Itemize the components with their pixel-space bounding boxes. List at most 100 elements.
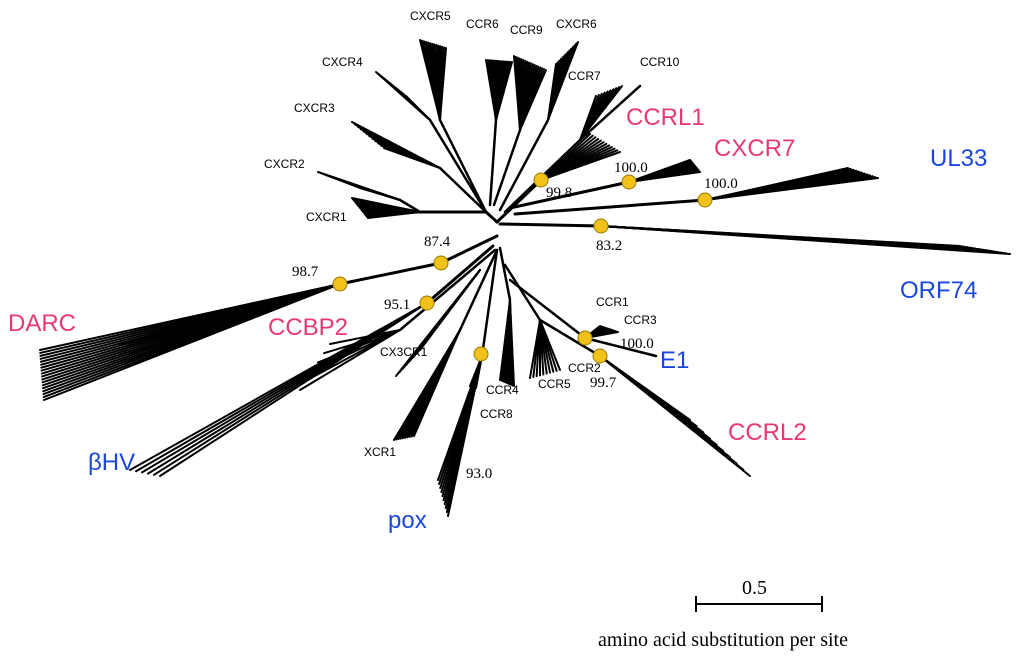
tree-leaf	[159, 302, 428, 477]
bootstrap-node	[533, 172, 549, 188]
label-ccr1: CCR1	[596, 295, 629, 309]
tree-branch	[428, 118, 488, 214]
bootstrap-nodes	[332, 172, 713, 364]
tree-leaf	[628, 171, 701, 183]
tree-leaf	[509, 299, 515, 387]
tree-branch	[498, 222, 603, 228]
scale-bar-caption: amino acid substitution per site	[598, 629, 848, 651]
label-ccbp2: CCBP2	[268, 314, 348, 341]
tree-branch	[495, 178, 543, 224]
tree-leaf	[583, 336, 658, 358]
tree-leaf	[419, 269, 481, 351]
bootstrap-node	[593, 218, 609, 234]
bootstrap-node	[621, 174, 637, 190]
bootstrap-value: 83.2	[596, 238, 622, 254]
bootstrap-values: 99.8 100.0 100.0 83.2 87.4 98.7 95.1 100…	[292, 160, 738, 482]
tree-branch	[503, 263, 542, 322]
bootstrap-value: 95.1	[384, 297, 410, 313]
tree-branch	[488, 118, 498, 207]
tree-leaf	[519, 69, 547, 131]
tree-branches	[39, 39, 1011, 517]
label-ccr3: CCR3	[624, 313, 657, 327]
bootstrap-value: 100.0	[620, 336, 654, 352]
label-cxcr7: CXCR7	[714, 135, 795, 162]
tree-leaf	[599, 355, 751, 477]
tree-branch	[438, 166, 488, 214]
tree-branch	[513, 198, 707, 216]
tree-branch	[338, 261, 443, 286]
label-pox: pox	[388, 507, 427, 534]
label-ccr6: CCR6	[466, 17, 499, 31]
tree-branch	[425, 244, 495, 305]
label-cxcr2: CXCR2	[264, 157, 305, 171]
tree-branch	[498, 246, 512, 302]
label-e1: E1	[660, 347, 689, 374]
tree-leaf	[495, 61, 513, 121]
tree-leaf	[359, 187, 401, 201]
bootstrap-value: 98.7	[292, 264, 319, 280]
bootstrap-value: 99.7	[590, 375, 617, 391]
bootstrap-value: 87.4	[424, 234, 451, 250]
label-cxcr5: CXCR5	[410, 9, 451, 23]
label-ccr5: CCR5	[538, 377, 571, 391]
label-cxcr6: CXCR6	[556, 17, 597, 31]
tree-leaf	[311, 329, 401, 373]
tree-leaf	[329, 329, 401, 345]
label-orf74: ORF74	[900, 277, 977, 304]
tree-leaf	[317, 329, 401, 364]
label-ccrl2: CCRL2	[728, 419, 807, 446]
tree-branch	[538, 318, 602, 358]
tree-leaf	[704, 177, 879, 201]
tree-leaf	[43, 283, 341, 401]
bootstrap-node	[419, 295, 435, 311]
tree-leaf	[579, 85, 623, 141]
label-beta-hv: βHV	[88, 449, 135, 476]
scale-bar-value: 0.5	[742, 577, 767, 599]
tree-leaf	[600, 225, 1011, 255]
bootstrap-node	[332, 276, 348, 292]
bootstrap-value: 100.0	[704, 176, 738, 192]
tree-leaf	[413, 329, 461, 437]
tree-branch	[492, 128, 522, 207]
tree-branch	[438, 118, 488, 214]
viral-clade-labels: UL33 ORF74 E1 βHV pox	[88, 145, 987, 534]
tree-branch	[508, 278, 587, 340]
bootstrap-node	[473, 346, 489, 362]
label-xcr1: XCR1	[364, 445, 396, 459]
bootstrap-node	[577, 330, 593, 346]
bootstrap-value: 100.0	[614, 160, 648, 176]
label-cx3cr1: CX3CR1	[380, 345, 428, 359]
tree-branch	[484, 210, 499, 224]
tree-branch	[119, 283, 341, 346]
tree-branch	[508, 180, 631, 210]
label-ccrl1: CCRL1	[626, 104, 705, 131]
label-cxcr3: CXCR3	[294, 101, 335, 115]
tree-leaf	[323, 329, 401, 355]
scale-bar: 0.5 amino acid substitution per site	[598, 577, 848, 651]
tree-leaf	[578, 84, 642, 142]
label-ccr4: CCR4	[486, 383, 519, 397]
label-ccr2: CCR2	[568, 361, 601, 375]
label-cxcr4: CXCR4	[322, 55, 363, 69]
label-darc: DARC	[8, 310, 76, 337]
label-ccr7: CCR7	[568, 69, 601, 83]
tree-branch	[439, 234, 499, 265]
label-ul33: UL33	[930, 145, 987, 172]
host-clade-labels: CCRL1 CXCR7 DARC CCBP2 CCRL2	[8, 104, 807, 446]
tree-leaf	[405, 95, 431, 121]
tree-branch	[480, 248, 499, 358]
label-ccr8: CCR8	[480, 407, 513, 421]
tree-leaf	[439, 47, 447, 121]
tree-leaf	[547, 41, 579, 121]
tree-leaf	[539, 319, 561, 371]
label-cxcr1: CXCR1	[306, 210, 347, 224]
tree-branch	[398, 248, 497, 332]
tree-branch	[458, 248, 499, 332]
label-ccr9: CCR9	[510, 23, 543, 37]
bootstrap-value: 99.8	[546, 185, 572, 201]
tree-branch	[498, 118, 550, 212]
label-ccr10: CCR10	[640, 55, 680, 69]
bootstrap-node	[697, 192, 713, 208]
